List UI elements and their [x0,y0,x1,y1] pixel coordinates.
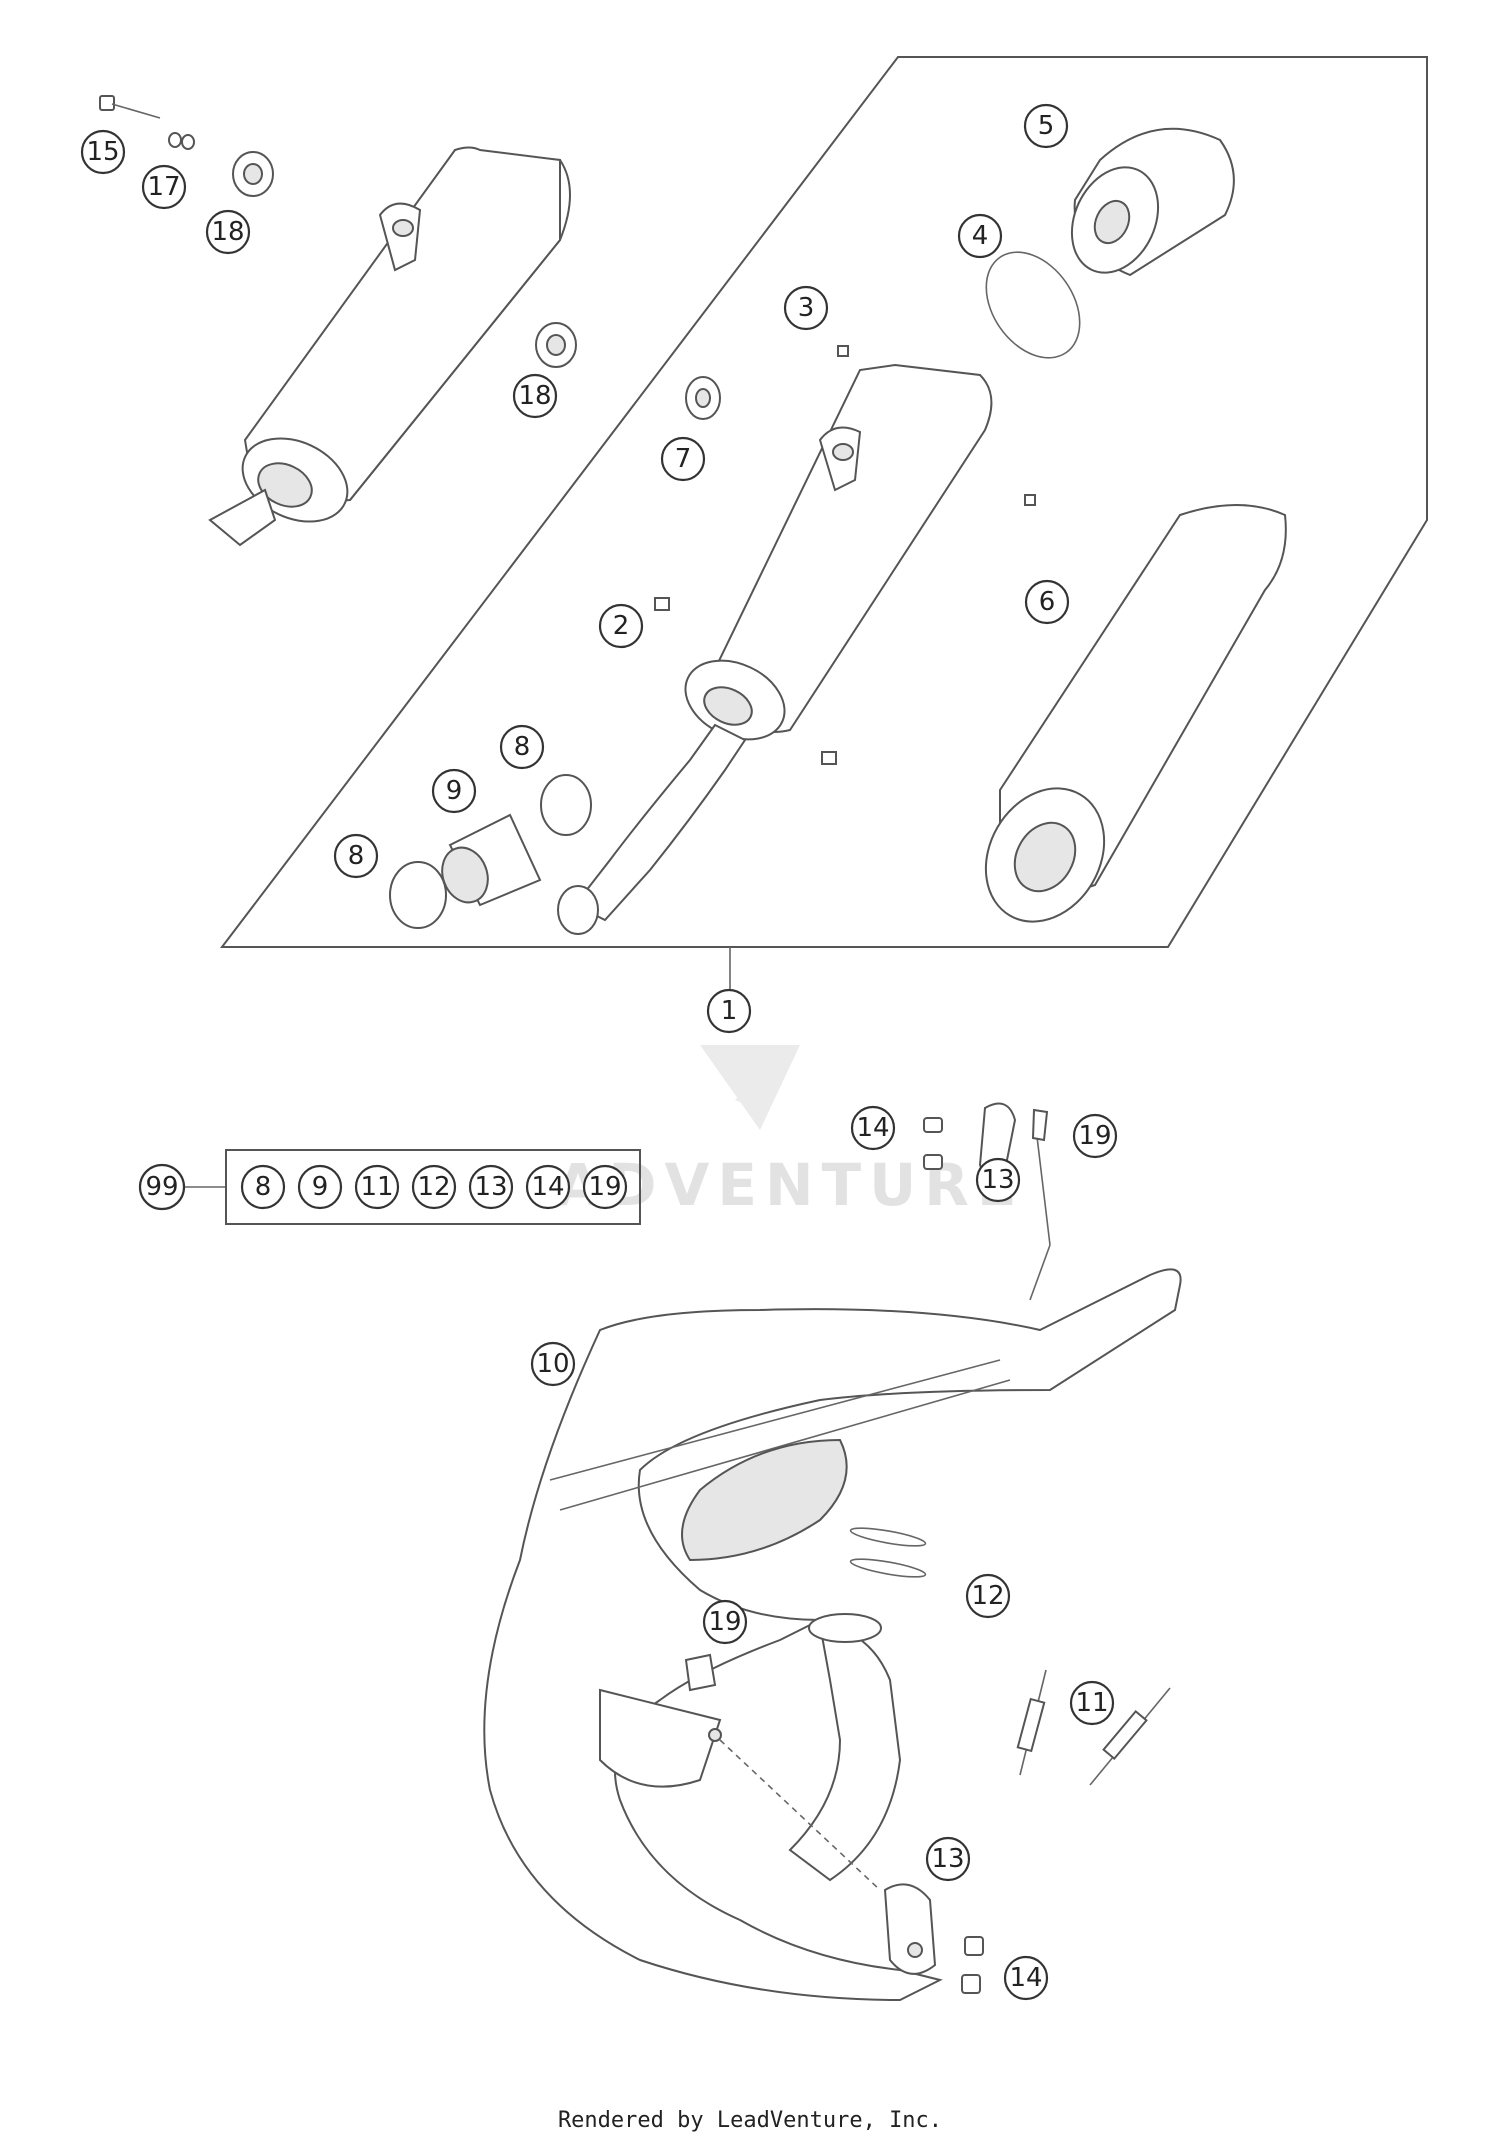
kit-item-8: 8 [240,1164,286,1210]
bracket-19-lower [684,1653,717,1692]
seal-12a [849,1527,927,1547]
callout-19-lower: 19 [702,1599,748,1645]
callout-19-upper: 19 [1072,1113,1118,1159]
svg-text:17: 17 [147,172,180,202]
clip-19-upper [1031,1108,1049,1142]
callout-3: 3 [783,285,829,331]
footer-credit: Rendered by LeadVenture, Inc. [557,2108,943,2133]
svg-text:14: 14 [1009,1963,1042,1993]
kit-item-9: 9 [297,1164,343,1210]
svg-text:8: 8 [514,732,531,762]
callout-8a: 8 [333,833,379,879]
svg-text:7: 7 [675,444,692,474]
kit-box [185,1149,641,1225]
grommet-18-top [232,151,274,197]
connector-9 [441,813,542,907]
svg-text:6: 6 [1039,587,1056,617]
exhaust-parts-diagram: ADVENTURE [80,56,1428,2002]
seal-12b [849,1558,927,1578]
washers-17 [168,132,195,150]
kit-item-19: 19 [582,1164,628,1210]
svg-text:1: 1 [721,996,738,1026]
svg-text:13: 13 [981,1165,1014,1195]
callout-18-top: 18 [205,209,251,255]
svg-text:4: 4 [972,221,989,251]
bolt-15 [99,95,161,119]
rivet-2b [821,751,837,765]
kit-item-14: 14 [525,1164,571,1210]
callout-4: 4 [957,213,1003,259]
callout-kit-99: 99 [138,1163,186,1211]
svg-text:99: 99 [145,1172,178,1202]
grommet-7 [685,376,721,420]
callout-14-lower: 14 [1003,1955,1049,2001]
callout-5: 5 [1023,103,1069,149]
svg-text:14: 14 [856,1113,889,1143]
callout-1: 1 [706,988,752,1034]
kit-item-13: 13 [468,1164,514,1210]
exhaust-pipe-10 [483,1268,1182,2002]
svg-text:2: 2 [613,611,630,641]
svg-text:9: 9 [446,776,463,806]
svg-text:18: 18 [211,217,244,247]
svg-text:18: 18 [518,381,551,411]
callout-2: 2 [598,603,644,649]
svg-text:10: 10 [536,1349,569,1379]
svg-text:8: 8 [348,841,365,871]
callout-10: 10 [530,1341,576,1387]
bracket-13-lower [719,1739,937,1975]
svg-text:9: 9 [312,1172,329,1202]
svg-text:14: 14 [531,1172,564,1202]
svg-text:12: 12 [417,1172,450,1202]
o-ring-4 [985,251,1081,359]
callout-8b: 8 [499,724,545,770]
muffler-installed [208,146,571,547]
callout-13-upper: 13 [975,1157,1021,1203]
callout-9: 9 [431,768,477,814]
svg-text:12: 12 [971,1581,1004,1611]
svg-text:3: 3 [798,293,815,323]
springs-11 [1016,1669,1171,1786]
rivet-2 [654,597,670,611]
seal-ring-8b [540,774,592,836]
bolts-14-lower [961,1936,984,1994]
svg-text:11: 11 [1075,1688,1108,1718]
svg-text:15: 15 [86,137,119,167]
callout-17: 17 [141,164,187,210]
svg-text:8: 8 [255,1172,272,1202]
muffler-kit-frame [219,56,1428,948]
callout-6: 6 [1024,579,1070,625]
callout-15: 15 [80,129,126,175]
grommet-18-mid [535,322,577,368]
callout-14-upper: 14 [850,1105,896,1151]
callout-7: 7 [660,436,706,482]
svg-text:5: 5 [1038,111,1055,141]
svg-text:11: 11 [360,1172,393,1202]
bolts-14-upper [923,1117,943,1170]
end-cap-5 [1070,127,1235,277]
svg-text:19: 19 [588,1172,621,1202]
seal-ring-8a [389,861,447,929]
muffler-body [557,363,993,935]
svg-text:19: 19 [708,1607,741,1637]
svg-text:19: 19 [1078,1121,1111,1151]
screw-3 [837,345,849,357]
outer-sleeve-6 [984,504,1287,923]
svg-text:13: 13 [931,1844,964,1874]
kit-item-11: 11 [354,1164,400,1210]
svg-text:13: 13 [474,1172,507,1202]
callout-13-lower: 13 [925,1836,971,1882]
kit-item-12: 12 [411,1164,457,1210]
callout-12: 12 [965,1573,1011,1619]
callout-18-mid: 18 [512,373,558,419]
callout-11: 11 [1069,1680,1115,1726]
screw-3b [1024,494,1036,506]
